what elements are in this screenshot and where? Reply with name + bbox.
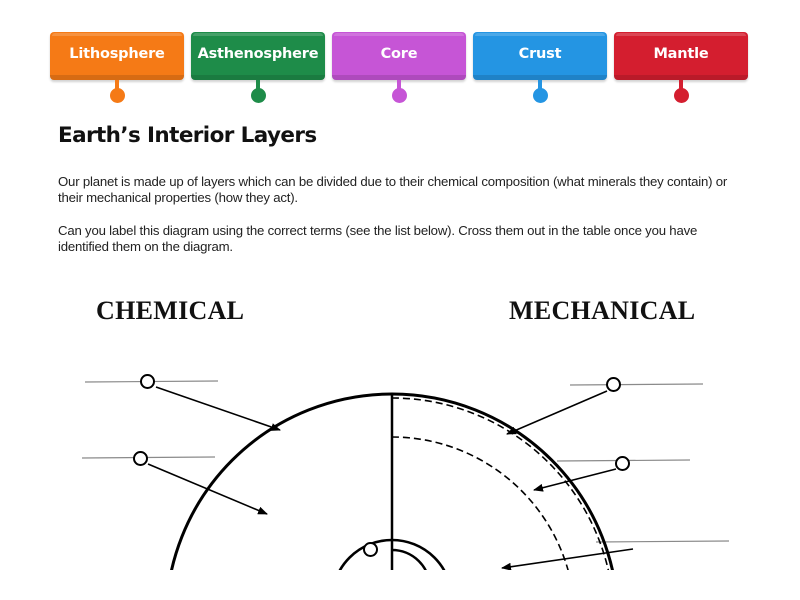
drop-target-mechanical-1[interactable]: [606, 377, 621, 392]
tile-pin-dot-icon[interactable]: [391, 88, 407, 103]
drop-target-chemical-1[interactable]: [140, 374, 155, 389]
tile-pin-stem: [679, 80, 683, 90]
drop-target-mechanical-2[interactable]: [615, 456, 630, 471]
worksheet-image: Earth’s Interior Layers Our planet is ma…: [50, 118, 760, 570]
label-text: Lithosphere: [69, 46, 165, 62]
label-text: Core: [380, 46, 418, 62]
tile-pin-dot-icon[interactable]: [109, 88, 125, 103]
mechanical-heading: MECHANICAL: [509, 296, 696, 325]
tile-pin-stem: [256, 80, 260, 90]
label-text: Asthenosphere: [197, 46, 319, 62]
tile-pin-dot-icon[interactable]: [532, 88, 548, 103]
label-tile-lithosphere[interactable]: Lithosphere: [50, 32, 184, 80]
drop-target-chemical-3[interactable]: [363, 542, 378, 557]
tile-pin-stem: [538, 80, 542, 90]
intro-paragraph: Our planet is made up of layers which ca…: [58, 174, 728, 205]
tile-pin-dot-icon[interactable]: [250, 88, 266, 103]
label-tile-core[interactable]: Core: [332, 32, 466, 80]
drop-target-chemical-2[interactable]: [133, 451, 148, 466]
label-tile-mantle[interactable]: Mantle: [614, 32, 748, 80]
chemical-heading: CHEMICAL: [96, 296, 245, 325]
label-bank: Lithosphere Asthenosphere Core Crust Man…: [0, 0, 800, 120]
instruction-paragraph: Can you label this diagram using the cor…: [58, 223, 698, 254]
label-tile-crust[interactable]: Crust: [473, 32, 607, 80]
tile-pin-dot-icon[interactable]: [673, 88, 689, 103]
label-tile-asthenosphere[interactable]: Asthenosphere: [191, 32, 325, 80]
worksheet-title: Earth’s Interior Layers: [58, 123, 317, 148]
label-text: Crust: [518, 46, 562, 62]
label-text: Mantle: [653, 46, 709, 62]
tile-pin-stem: [115, 80, 119, 90]
tile-pin-stem: [397, 80, 401, 90]
